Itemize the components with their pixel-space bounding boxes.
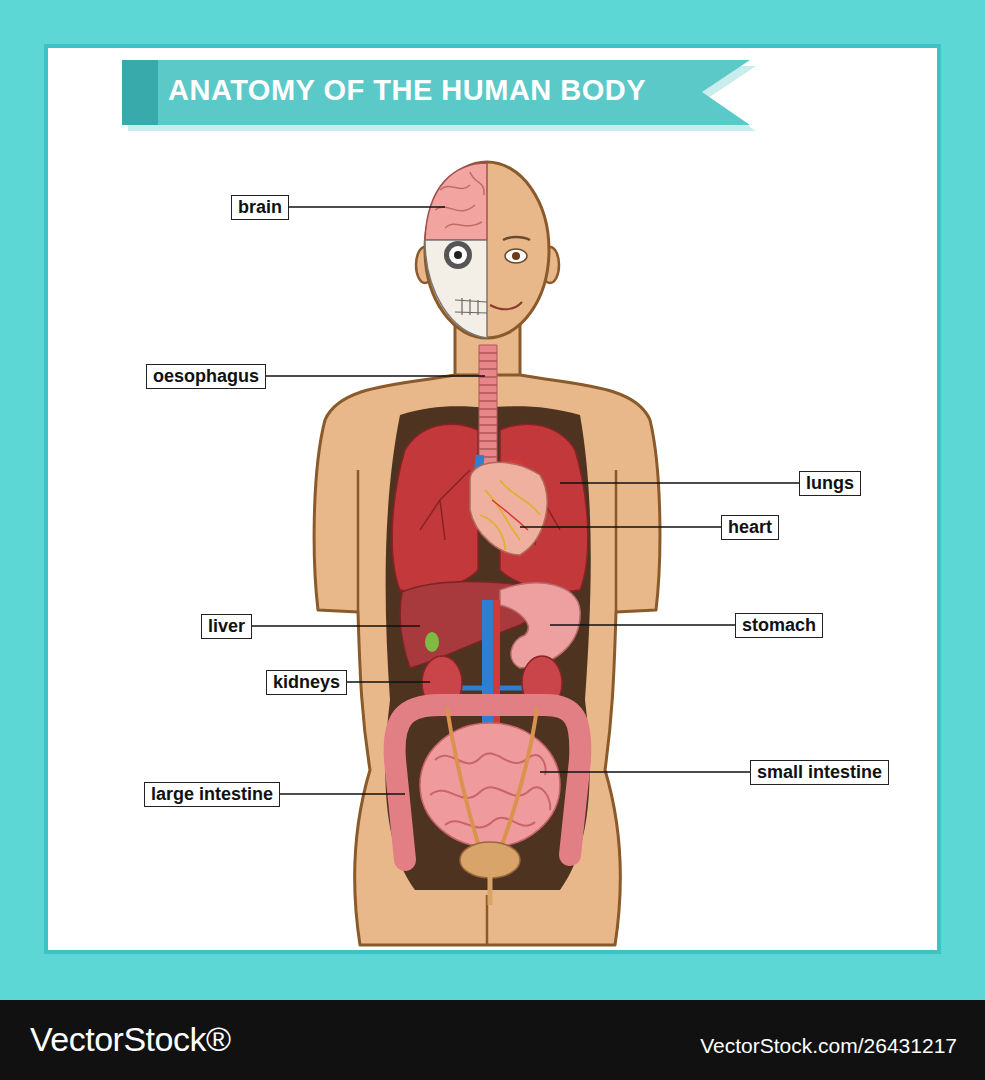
title-text: ANATOMY OF THE HUMAN BODY [168, 74, 646, 107]
panel-border [44, 44, 941, 954]
watermark: VectorStock.com/26431217 [700, 1034, 957, 1058]
label-box: heart [721, 515, 779, 540]
label-box: large intestine [144, 782, 280, 807]
watermark-bar [0, 1000, 985, 1080]
leader-lines [252, 207, 799, 794]
organ-label: heart [728, 517, 772, 538]
body-figure [314, 162, 660, 945]
organ-label: small intestine [757, 762, 882, 783]
white-panel [48, 48, 937, 950]
organ-label: lungs [806, 473, 854, 494]
label-box: kidneys [266, 670, 347, 695]
organ-label: stomach [742, 615, 816, 636]
label-box: oesophagus [146, 364, 266, 389]
frame-ground [0, 0, 985, 1000]
title-ribbon [122, 60, 756, 131]
label-box: brain [231, 195, 289, 220]
label-box: small intestine [750, 760, 889, 785]
organ-label: brain [238, 197, 282, 218]
label-box: lungs [799, 471, 861, 496]
organ-label: large intestine [151, 784, 273, 805]
organ-label: liver [208, 616, 245, 637]
label-box: stomach [735, 613, 823, 638]
label-box: liver [201, 614, 252, 639]
organ-label: kidneys [273, 672, 340, 693]
watermark: VectorStock® [30, 1020, 230, 1059]
organ-label: oesophagus [153, 366, 259, 387]
